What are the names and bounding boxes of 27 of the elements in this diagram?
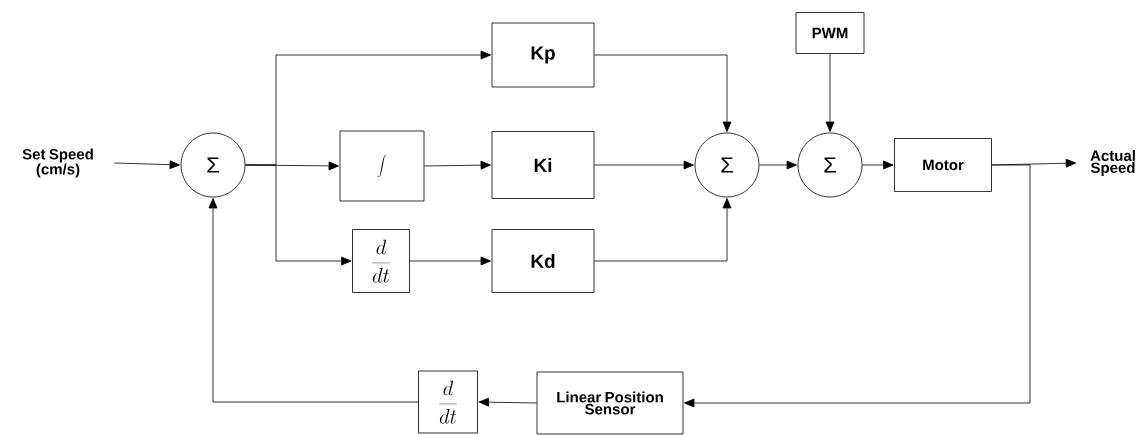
signal-label: Actual Speed [1090,150,1135,176]
arrow [759,160,797,170]
arrow [113,160,180,170]
arrow [424,160,491,170]
summing-junction: Σ [797,132,863,198]
arrow [409,256,491,266]
arrow [478,397,537,407]
arrow [594,54,732,132]
summing-junction: Σ [180,132,246,198]
arrow [594,198,732,262]
gain-block: Ki [491,131,595,199]
operator-block: $\frac{d}{dt}$ [418,370,478,434]
gain-block: Kp [491,22,595,88]
arrow [684,164,1031,408]
process-box: Linear Position Sensor [536,371,684,435]
signal-label: Set Speed (cm/s) [22,148,93,178]
gain-block: Kd [491,229,595,293]
arrow [862,160,894,170]
operator-block: $\frac{d}{dt}$ [352,229,410,293]
process-box: Motor [894,138,992,192]
arrow [208,198,419,403]
summing-junction: Σ [694,132,760,198]
process-box: PWM [795,12,865,54]
arrow [594,160,694,170]
operator-block: $\int$ [339,130,425,202]
arrow [245,164,352,266]
arrow [825,53,835,132]
